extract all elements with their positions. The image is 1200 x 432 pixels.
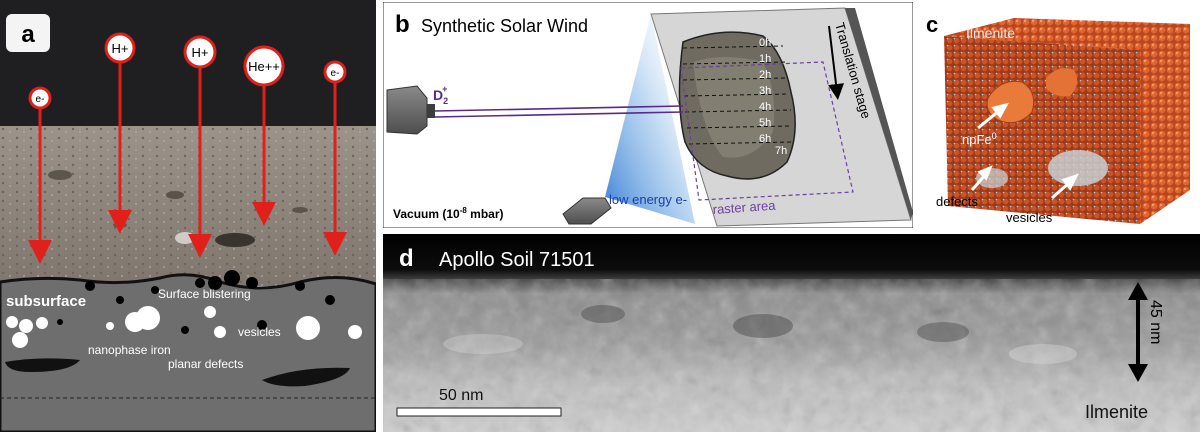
panel-d-micrograph: d Apollo Soil 71501 50 nm 45 nm Ilmenite	[383, 234, 1200, 432]
beam-label: D2+	[433, 84, 448, 106]
panel-b-illustration: 0h 1h 2h 3h 4h 5h 6h 7h b Synthetic Sola…	[383, 2, 913, 228]
panel-d: d Apollo Soil 71501 50 nm 45 nm Ilmenite	[383, 234, 1200, 432]
raster-area-label: raster area	[712, 198, 777, 217]
thickness-label: 45 nm	[1147, 300, 1164, 344]
panel-b-title: Synthetic Solar Wind	[421, 16, 588, 36]
scale-bar-label: 50 nm	[439, 387, 483, 404]
particle-label: e-	[331, 68, 340, 79]
particle-label: H+	[192, 45, 209, 60]
panel-b-label: b	[395, 11, 410, 38]
ilmenite-label: Ilmenite	[966, 25, 1015, 41]
panel-a-label-box	[6, 14, 50, 52]
panel-c: c Ilmenite npFe0 defects vesicles	[918, 2, 1200, 228]
particle-label: He++	[248, 59, 280, 74]
npfe-label: npFe0	[962, 131, 997, 147]
particle-electron-1	[28, 86, 52, 110]
time-label: 6h	[759, 133, 771, 145]
low-energy-label: low energy e-	[609, 192, 687, 207]
crystal-side-face	[1140, 24, 1190, 224]
panel-c-label: c	[926, 12, 938, 37]
electron-gun	[562, 197, 612, 225]
time-label: 3h	[759, 85, 771, 97]
time-label: 1h	[759, 53, 771, 65]
vesicles-label: vesicles	[238, 325, 281, 339]
ilmenite-label: Ilmenite	[1085, 402, 1148, 422]
particle-label: H+	[112, 41, 129, 56]
time-label: 4h	[759, 101, 771, 113]
defects-label: defects	[936, 194, 978, 209]
ion-gun	[386, 85, 428, 135]
particle-electron-2	[323, 60, 347, 84]
time-label: 0h	[759, 37, 771, 49]
planar-defects-label: planar defects	[168, 357, 243, 371]
panel-a-label: a	[21, 21, 35, 48]
subsurface-label: subsurface	[6, 293, 86, 310]
crystal-top-face	[944, 18, 1190, 50]
panel-a: e- H+ H+ He++ e- subsurface Surface blis…	[0, 0, 376, 432]
vacuum-label: Vacuum (10-8 mbar)	[393, 206, 504, 221]
scale-bar	[396, 407, 562, 417]
particle-label: e-	[36, 94, 45, 105]
panel-d-title: Apollo Soil 71501	[439, 249, 595, 271]
vesicles-label: vesicles	[1006, 210, 1053, 225]
time-label: 2h	[759, 69, 771, 81]
particle-proton-1	[104, 32, 136, 64]
particle-proton-2	[183, 35, 217, 69]
time-label: 5h	[759, 117, 771, 129]
nanophase-iron-label: nanophase iron	[88, 343, 171, 357]
panel-c-illustration: c Ilmenite npFe0 defects vesicles	[918, 2, 1200, 228]
time-label: 7h	[775, 145, 787, 157]
raster-area-box	[680, 61, 854, 201]
subsurface-layer	[0, 273, 376, 432]
particle-helium	[243, 45, 285, 87]
panel-b: 0h 1h 2h 3h 4h 5h 6h 7h b Synthetic Sola…	[383, 2, 913, 228]
surface-blistering-label: Surface blistering	[158, 287, 251, 301]
panel-d-label: d	[399, 245, 414, 272]
panel-a-illustration: e- H+ H+ He++ e- subsurface Surface blis…	[0, 0, 376, 432]
